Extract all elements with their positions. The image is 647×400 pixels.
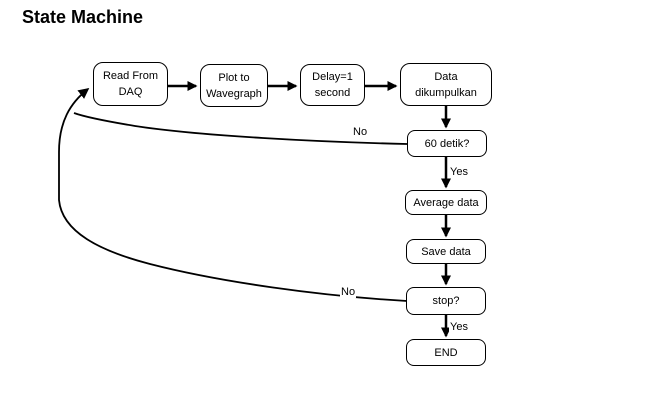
node-read-from-daq: Read From DAQ (93, 62, 168, 106)
edge-label-stop-yes: Yes (449, 321, 469, 333)
node-end: END (406, 339, 486, 366)
node-data-dikumpulkan: Data dikumpulkan (400, 63, 492, 106)
arrow-stop-no-loop (58, 88, 408, 302)
arrow-60detik-no-loop (73, 112, 408, 145)
node-60-detik: 60 detik? (407, 130, 487, 157)
edge-label-stop-no: No (340, 286, 357, 298)
node-save-data: Save data (406, 239, 486, 264)
edge-label-60detik-no: No (352, 126, 369, 138)
node-plot-to-wavegraph: Plot to Wavegraph (200, 64, 268, 107)
node-stop: stop? (406, 287, 486, 315)
page-title: State Machine (22, 7, 144, 27)
node-average-data: Average data (405, 190, 487, 215)
edge-label-60detik-yes: Yes (449, 166, 469, 178)
node-delay-1-second: Delay=1 second (300, 64, 365, 106)
